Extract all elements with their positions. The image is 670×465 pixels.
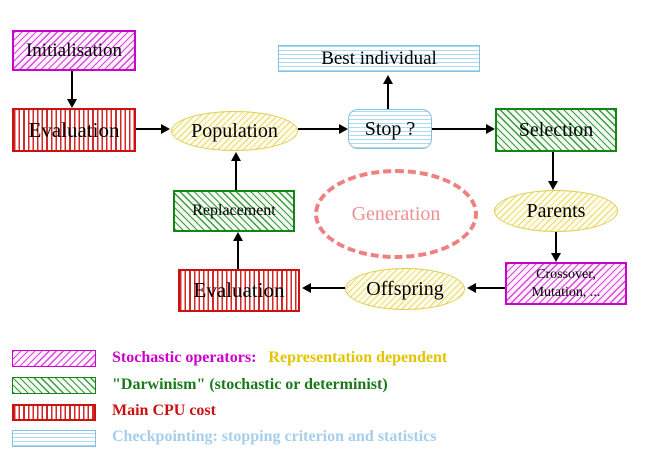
arrow-shaft (136, 128, 161, 130)
legend-label-representation-dependent: Representation dependent (268, 349, 448, 366)
arrow-head-icon (548, 181, 558, 190)
node-evaluation-top: Evaluation (12, 108, 136, 152)
arrow-shaft (235, 161, 237, 190)
arrow-head-icon (486, 124, 495, 134)
node-stop: Stop ? (348, 109, 432, 149)
legend-swatch-main-cpu-cost (12, 404, 96, 421)
legend-label-darwinism: "Darwinism" (stochastic or determinist) (112, 376, 388, 393)
arrow-head-icon (302, 283, 311, 293)
arrow-shaft (552, 152, 554, 181)
arrow-shaft (71, 71, 73, 99)
node-population-label: Population (191, 119, 278, 142)
node-offspring: Offspring (345, 268, 465, 310)
legend-row-stochastic-operators: Stochastic operators: Representation dep… (112, 349, 447, 367)
arrow-head-icon (233, 232, 243, 241)
node-variation: Crossover, Mutation, ... (505, 262, 627, 305)
legend-swatch-darwinism (12, 377, 96, 394)
node-evaluation-bottom: Evaluation (178, 269, 300, 312)
node-offspring-label: Offspring (366, 277, 444, 300)
node-replacement-label: Replacement (192, 202, 276, 219)
node-replacement: Replacement (173, 190, 295, 232)
arrow-head-icon (161, 124, 170, 134)
arrow-head-icon (383, 75, 393, 84)
arrow-shaft (555, 232, 557, 253)
arrow-head-icon (339, 124, 348, 134)
node-initialisation-label: Initialisation (25, 39, 123, 61)
arrow-shaft (476, 287, 505, 289)
node-parents: Parents (494, 190, 618, 232)
arrow-head-icon (231, 152, 241, 161)
node-parents-label: Parents (526, 199, 586, 222)
arrow-head-icon (551, 253, 561, 262)
arrow-shaft (237, 241, 239, 269)
node-best-individual-label: Best individual (321, 47, 437, 69)
node-selection-label: Selection (518, 118, 594, 141)
node-variation-label-line1: Crossover, (536, 267, 596, 282)
node-evaluation-bottom-label: Evaluation (193, 278, 285, 302)
arrow-shaft (311, 287, 345, 289)
arrow-head-icon (467, 283, 476, 293)
node-generation-label: Generation (351, 202, 441, 225)
arrow-shaft (387, 84, 389, 109)
node-initialisation: Initialisation (12, 30, 136, 71)
legend-swatch-stochastic-operators (12, 350, 96, 367)
legend-label-stochastic-operators: Stochastic operators: (112, 349, 257, 366)
node-generation: Generation (314, 169, 478, 259)
node-population: Population (171, 111, 298, 151)
node-variation-label-line2: Mutation, ... (531, 284, 601, 300)
legend-swatch-checkpointing (12, 430, 96, 447)
arrow-shaft (432, 128, 486, 130)
legend-label-main-cpu-cost: Main CPU cost (112, 402, 216, 419)
node-evaluation-top-label: Evaluation (28, 117, 120, 142)
arrow-head-icon (67, 99, 77, 108)
node-selection: Selection (495, 108, 617, 152)
node-best-individual: Best individual (278, 45, 480, 72)
legend-label-checkpointing: Checkpointing: stopping criterion and st… (112, 428, 437, 445)
arrow-shaft (298, 128, 339, 130)
node-stop-label: Stop ? (364, 117, 416, 140)
